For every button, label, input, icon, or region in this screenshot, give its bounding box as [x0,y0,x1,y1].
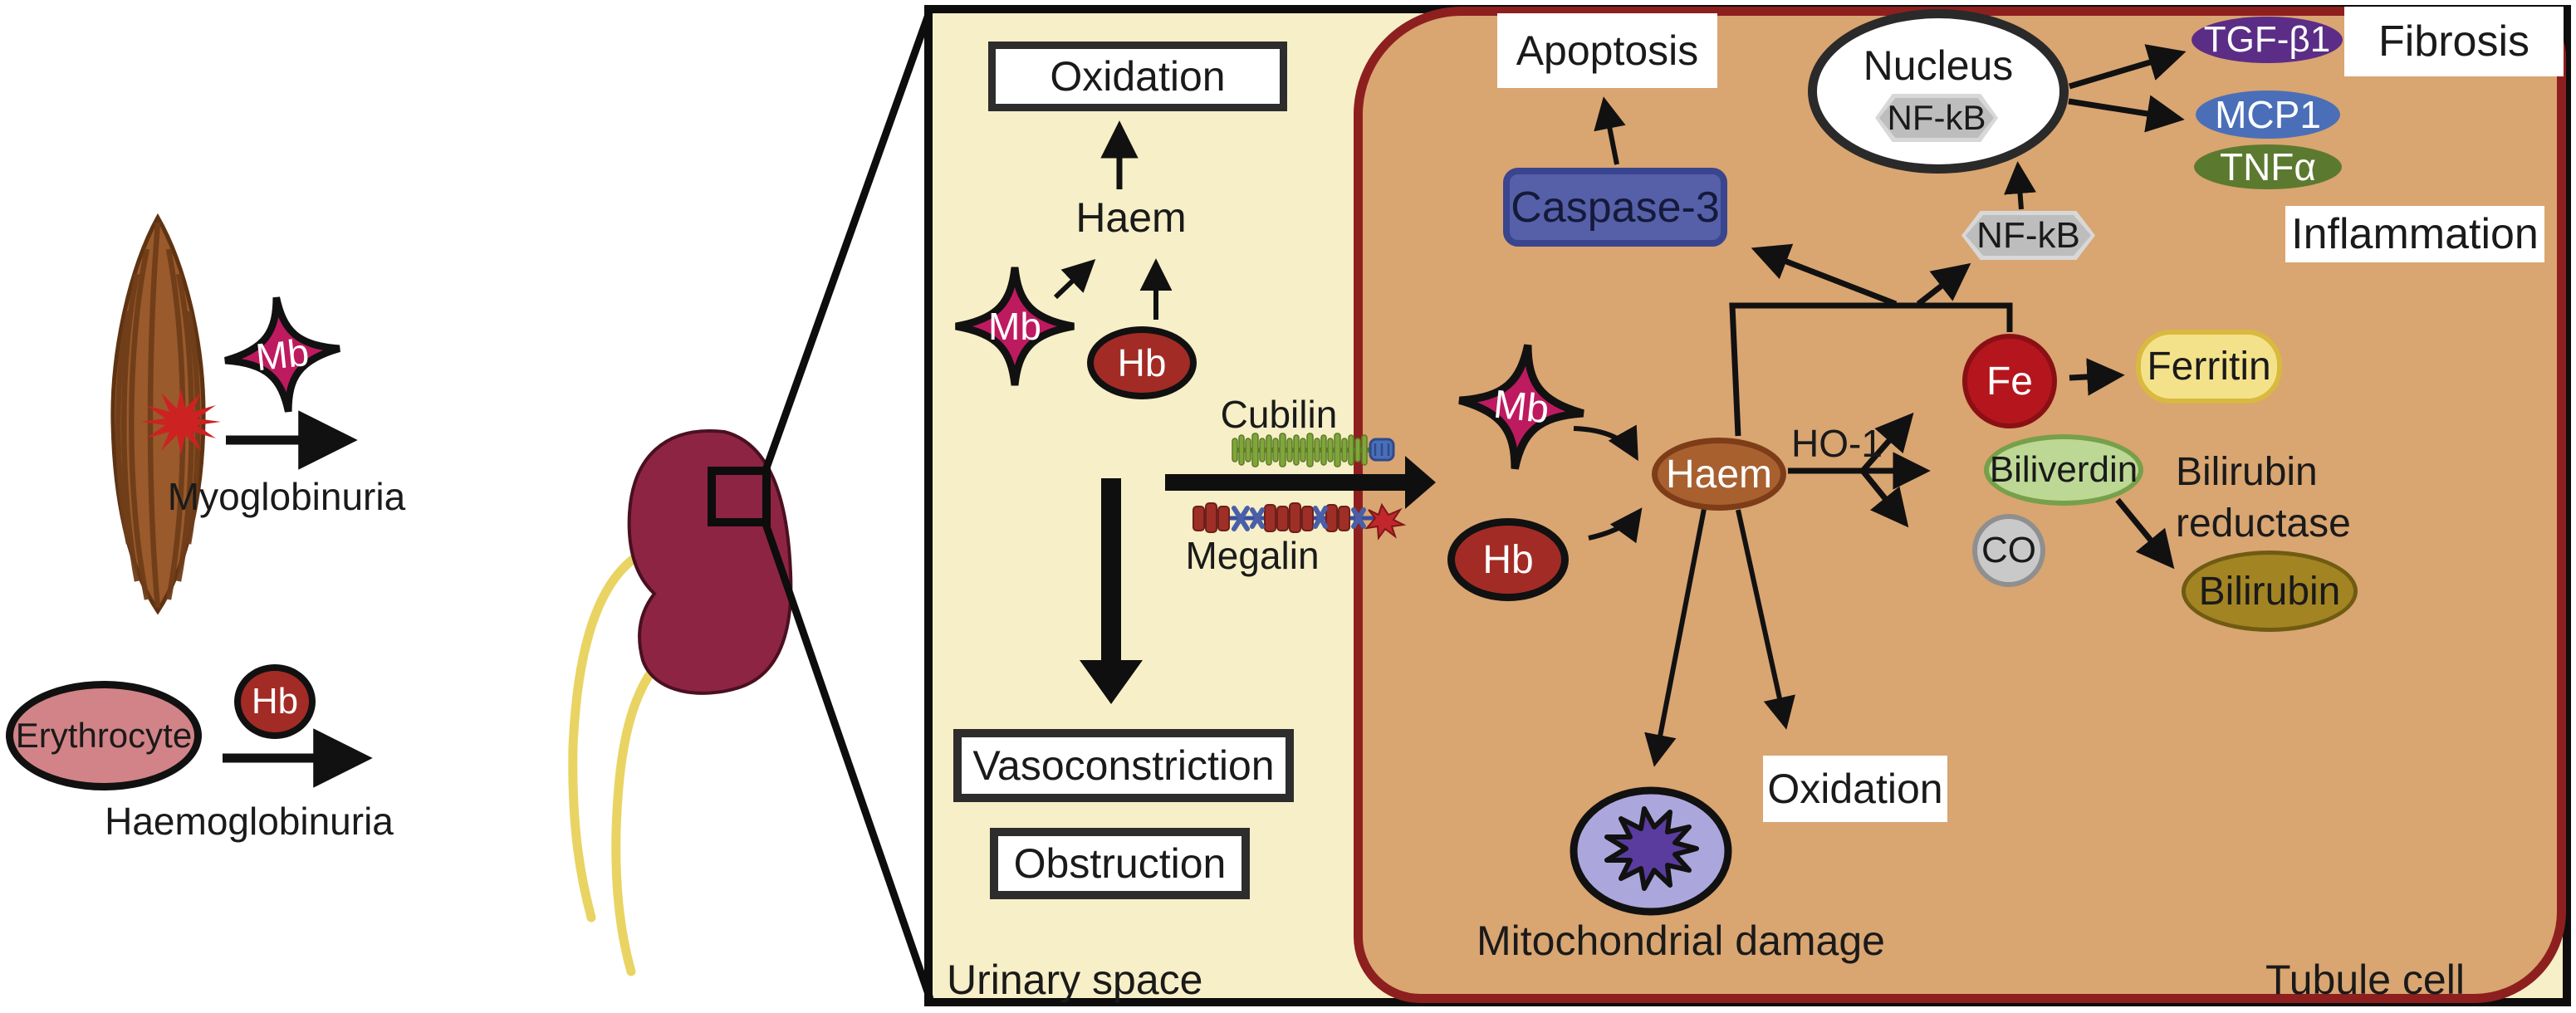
kidney-zoom-square [708,467,771,526]
haem-label: Haem [1665,452,1773,497]
tgfb1-label: TGF-β1 [2203,19,2331,60]
obstruction-label: Obstruction [1013,840,1227,887]
tnfa-label: TNFα [2219,145,2316,188]
myoglobinuria-label: Myoglobinuria [167,475,406,518]
haem-node-tubule: Haem [1652,438,1786,511]
nucleus-label: Nucleus [1863,42,2014,89]
biliverdin-label: Biliverdin [1989,449,2138,490]
urinary-space-title: Urinary space [947,957,1203,1003]
mcp1-node: MCP1 [2196,91,2340,139]
apoptosis-box: Apoptosis [1497,13,1717,88]
muscle-injury-icon [141,389,221,455]
oxidation-label: Oxidation [1050,53,1226,100]
ho1-label: HO-1 [1791,422,1883,465]
tubule-cell-title: Tubule cell [2265,957,2465,1003]
inflammation-label: Inflammation [2291,210,2539,258]
haem-label-urinary: Haem [1075,194,1187,241]
caspase3-label: Caspase-3 [1511,183,1720,232]
mb-node-blood: Mb [217,289,348,420]
oxidation-label: Oxidation [1767,766,1943,812]
tnfa-node: TNFα [2194,144,2342,189]
hb-node-tubule: Hb [1447,518,1569,601]
nfkb-node-cytoplasmic: NF-kB [1961,211,2095,260]
hb-label: Hb [1117,341,1167,384]
co-label: CO [1981,530,2036,570]
mb-node-urinary: Mb [953,265,1076,388]
ureter-icon [568,742,596,922]
zoom-line-top [761,8,934,474]
haemoglobinuria-label: Haemoglobinuria [105,800,394,843]
hb-node-urinary: Hb [1087,326,1197,399]
megalin-label: Megalin [1185,534,1320,577]
hb-label: Hb [1482,537,1534,582]
caspase3-box: Caspase-3 [1503,168,1727,247]
zoom-line-bottom [761,520,934,1001]
fibrosis-label: Fibrosis [2378,17,2530,66]
mb-label: Mb [253,330,311,379]
co-node: CO [1972,514,2045,587]
apoptosis-label: Apoptosis [1516,27,1699,74]
hb-node-blood: Hb [234,664,316,739]
fe-label: Fe [1986,359,2033,404]
nfkb-node-nuclear: NF-kB [1875,94,1998,142]
obstruction-box: Obstruction [990,828,1250,899]
mcp1-label: MCP1 [2215,93,2321,136]
hb-label: Hb [251,681,299,722]
mb-node-tubule: Mb [1450,335,1592,477]
mitochondrial-damage-label: Mitochondrial damage [1477,918,1885,964]
vasoconstriction-box: Vasoconstriction [953,729,1294,802]
bilirubin-node: Bilirubin [2182,551,2358,632]
biliverdin-node: Biliverdin [1984,434,2143,506]
nucleus-node: Nucleus [1808,9,2069,174]
mb-label: Mb [988,305,1041,348]
cubilin-label: Cubilin [1220,393,1338,436]
kidney-icon [568,8,934,1001]
bilirubin-reductase-label: Bilirubin reductase [2176,450,2351,546]
bilirubin-label: Bilirubin [2198,569,2341,614]
tgfb1-node: TGF-β1 [2192,17,2343,63]
vasoconstriction-label: Vasoconstriction [972,742,1275,789]
oxidation-box-tubule: Oxidation [1763,756,1947,822]
nfkb-label: NF-kB [1976,214,2080,256]
fe-node: Fe [1962,334,2057,428]
erythrocyte-label: Erythrocyte [15,716,193,755]
erythrocyte-node: Erythrocyte [6,681,202,790]
four-point-star-icon [1458,344,1584,470]
nfkb-label: NF-kB [1887,98,1986,137]
fibrosis-box: Fibrosis [2344,7,2564,76]
oxidation-box-urinary: Oxidation [988,42,1287,111]
mb-label: Mb [1491,382,1551,432]
ferritin-label: Ferritin [2147,345,2271,389]
ferritin-node: Ferritin [2136,330,2282,404]
four-point-star-icon [955,267,1075,386]
four-point-star-icon [224,296,340,413]
muscle-icon [110,213,221,615]
inflammation-box: Inflammation [2285,206,2544,262]
